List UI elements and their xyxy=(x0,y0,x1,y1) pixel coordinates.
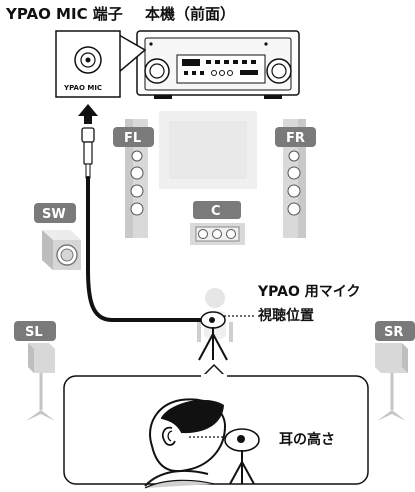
arrow-up-icon xyxy=(78,104,98,124)
speaker-sl: SL xyxy=(14,321,56,421)
speaker-label-fr: FR xyxy=(286,131,305,146)
receiver-front-title: 本機（前面） xyxy=(145,5,235,23)
microphone-on-tripod xyxy=(198,311,228,361)
ypao-mic-label: YPAO 用マイク xyxy=(257,284,360,300)
ypao-mic-callout: YPAO MIC xyxy=(55,30,147,98)
speaker-label-sw: SW xyxy=(42,207,66,222)
cable-icon xyxy=(81,127,208,322)
ypao-mic-jack-title: YPAO MIC 端子 xyxy=(5,5,123,23)
listener-head-icon xyxy=(144,398,227,489)
speaker-sr: SR xyxy=(375,321,415,421)
speaker-fl: FL xyxy=(113,119,154,238)
ypao-mic-jack-text: YPAO MIC xyxy=(63,84,102,92)
speaker-label-c: C xyxy=(211,204,221,219)
speaker-label-fl: FL xyxy=(124,131,141,146)
speaker-label-sr: SR xyxy=(384,325,403,340)
speaker-fr: FR xyxy=(275,119,316,238)
speaker-sw: SW xyxy=(34,203,81,270)
listening-position-label: 視聴位置 xyxy=(257,307,314,324)
receiver-icon xyxy=(136,30,300,99)
ear-height-label: 耳の高さ xyxy=(279,431,335,448)
tv-icon xyxy=(159,111,257,189)
speaker-c: C xyxy=(190,201,245,245)
speaker-label-sl: SL xyxy=(25,325,43,340)
microphone-detail-icon xyxy=(189,428,260,485)
